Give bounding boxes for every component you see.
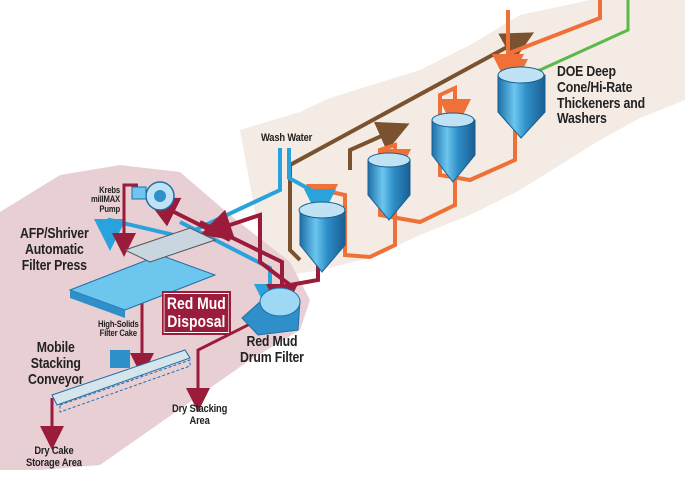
red-mud-disposal-badge: Red Mud Disposal <box>162 291 231 335</box>
label-line: Red Mud <box>166 294 226 313</box>
wash-water-label: Wash Water <box>261 132 313 144</box>
krebs-pump <box>131 181 175 211</box>
label-line: High-Solids <box>98 319 139 329</box>
red-mud-drum-filter <box>241 287 301 336</box>
label-line: Conveyor <box>28 370 84 388</box>
label-line: AFP/Shriver <box>20 225 89 242</box>
label-line: millMAX <box>91 194 120 205</box>
label-line: Dry Cake <box>34 445 74 457</box>
label-line: Stacking <box>30 354 81 372</box>
thickener-tank-2 <box>367 152 411 221</box>
high-solids-label: High-Solids Filter Cake <box>98 319 139 339</box>
filter-press <box>68 227 217 318</box>
label-line: Drum Filter <box>240 348 304 366</box>
label-line: Automatic <box>24 240 84 258</box>
label-line: Dry Stacking <box>172 403 228 415</box>
drum-filter-label: Red Mud Drum Filter <box>240 334 304 366</box>
dry-cake-label: Dry Cake Storage Area <box>26 445 82 469</box>
label-line: Washers <box>557 110 607 128</box>
filter-press-label: AFP/Shriver Automatic Filter Press <box>20 226 89 273</box>
mobile-conveyor-label: Mobile Stacking Conveyor <box>28 339 84 388</box>
label-line: Pump <box>99 203 120 214</box>
label-line: Area <box>189 414 210 427</box>
wash-water-line <box>287 148 336 221</box>
red-mud-line <box>199 209 320 288</box>
dry-stacking-label: Dry Stacking Area <box>172 403 228 427</box>
krebs-pump-label: Krebs millMAX Pump <box>78 185 120 214</box>
label-line: Filter Cake <box>99 328 137 339</box>
label-line: Mobile <box>36 339 75 356</box>
label-line: Red Mud <box>246 333 298 350</box>
thickeners-label: DOE Deep Cone/Hi-Rate Thickeners and Was… <box>557 64 662 127</box>
label-line: DOE Deep Cone/Hi-Rate <box>557 63 633 96</box>
label-line: Thickeners and <box>557 94 645 112</box>
label-line: Krebs <box>99 185 120 195</box>
thickener-tank-4 <box>497 66 546 139</box>
thickener-tank-3 <box>431 112 476 183</box>
label-line: Storage Area <box>26 456 82 469</box>
label-line: Disposal <box>167 311 226 331</box>
thickener-tank-1 <box>298 201 346 273</box>
label-line: Filter Press <box>21 256 87 274</box>
stacking-conveyor <box>51 349 191 413</box>
